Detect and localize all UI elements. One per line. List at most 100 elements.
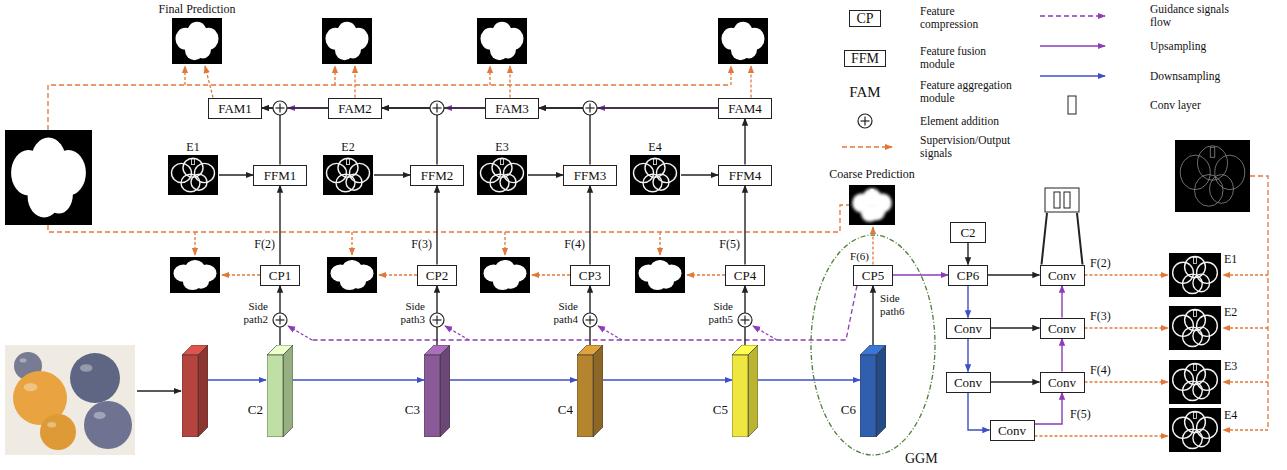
addition-circle <box>738 313 752 327</box>
addition-bar <box>744 316 745 325</box>
layer-block <box>577 345 603 437</box>
legend-text: Downsampling <box>1150 70 1220 83</box>
legend-text: Upsampling <box>1150 40 1206 53</box>
module-name: GGM <box>905 452 938 465</box>
layer-label: C6 <box>841 403 856 417</box>
signal-line <box>137 390 181 391</box>
fruit-stem <box>504 261 507 266</box>
image-ground <box>168 155 218 195</box>
addition-bar <box>279 316 280 325</box>
output-name: Coarse Prediction <box>829 168 915 181</box>
mask-image <box>322 18 372 64</box>
conv-box: Conv <box>990 420 1035 441</box>
fig-fruit <box>40 414 76 450</box>
compression-box: CP4 <box>725 265 765 286</box>
addition-symbol <box>738 313 752 327</box>
image-ground <box>630 155 680 195</box>
signal-line <box>872 227 873 265</box>
conv-icon <box>1045 188 1079 212</box>
illustrations <box>5 18 1250 455</box>
fruit-shape <box>1193 274 1210 292</box>
signal-line <box>1085 327 1169 328</box>
aggregation-box: FAM4 <box>718 98 772 119</box>
addition-bar <box>279 104 280 113</box>
legend-line <box>1040 15 1105 16</box>
connector <box>758 379 860 380</box>
addition-bar <box>436 104 437 113</box>
signal-line <box>1250 176 1268 430</box>
fruit-shape <box>1193 327 1210 345</box>
feature-box: C2 <box>950 222 986 243</box>
module-name: FAM2 <box>336 101 374 116</box>
fruit-stem <box>871 189 874 195</box>
fruit-shape <box>1197 315 1218 336</box>
fruit-stem <box>194 261 197 266</box>
connector <box>967 339 968 372</box>
signal-name: F(2) <box>1090 257 1111 270</box>
connector <box>744 119 745 165</box>
connector <box>293 379 424 380</box>
fruit-shape <box>195 163 215 182</box>
map-name: E3 <box>1224 360 1237 373</box>
fusion-box: FFM1 <box>253 165 307 186</box>
layer-block <box>424 345 450 437</box>
fig-fruit <box>70 353 120 403</box>
fruit-shape <box>504 163 524 182</box>
block-side <box>283 345 293 437</box>
addition-circle <box>583 101 597 115</box>
signal-name: F(5) <box>719 238 740 251</box>
fruit-highlight <box>24 383 38 391</box>
image-ground <box>849 185 895 225</box>
edge-map <box>323 155 373 195</box>
fruit-shape <box>1197 369 1218 390</box>
addition-symbol <box>430 313 444 327</box>
fruit-stem <box>654 159 657 165</box>
fruit-stem <box>501 23 504 29</box>
connector <box>991 381 1040 382</box>
conv-bar <box>1068 96 1076 114</box>
addition-bar <box>864 117 865 126</box>
path-name: Side path4 <box>544 300 578 326</box>
module-region <box>811 235 935 455</box>
fruit-stem <box>501 159 504 165</box>
connector <box>603 379 732 380</box>
module-name: FFM3 <box>571 168 609 183</box>
fruit-shape <box>1197 262 1218 283</box>
compression-box: CP2 <box>417 265 457 286</box>
signal-line <box>753 326 777 340</box>
connector <box>1061 339 1062 372</box>
fruit-shape <box>1193 381 1210 399</box>
signal-line <box>351 232 352 255</box>
legend-symbol: FFM <box>844 50 886 67</box>
zoom-line <box>1077 213 1083 265</box>
connector <box>1061 286 1062 318</box>
connector <box>539 108 590 165</box>
signal-line <box>334 66 335 85</box>
image-ground <box>477 155 527 195</box>
fruit-stem <box>1210 147 1215 157</box>
legend-text: Conv layer <box>1150 99 1201 112</box>
fruit-shape <box>191 174 207 190</box>
image-ground <box>1169 360 1221 404</box>
addition-circle <box>273 313 287 327</box>
edge-map <box>630 155 680 195</box>
conv-box: Conv <box>946 372 991 393</box>
signal-name: F(4) <box>1090 364 1111 377</box>
addition-bar <box>589 316 590 325</box>
image-ground <box>170 257 220 293</box>
addition-circle <box>273 101 287 115</box>
map-name: E1 <box>1224 253 1237 266</box>
legend-line <box>1040 45 1105 46</box>
connector <box>968 393 990 431</box>
edge-map <box>1169 408 1221 452</box>
block-side <box>593 345 603 437</box>
fruit-highlight <box>20 358 27 362</box>
legend-symbol: FAM <box>849 86 880 99</box>
signal-line <box>489 66 490 85</box>
zoom-line <box>1042 213 1048 265</box>
figure-title: Final Prediction <box>159 3 236 16</box>
addition-symbol <box>858 114 872 128</box>
image-ground <box>323 155 373 195</box>
module-name: CP5 <box>861 268 885 283</box>
